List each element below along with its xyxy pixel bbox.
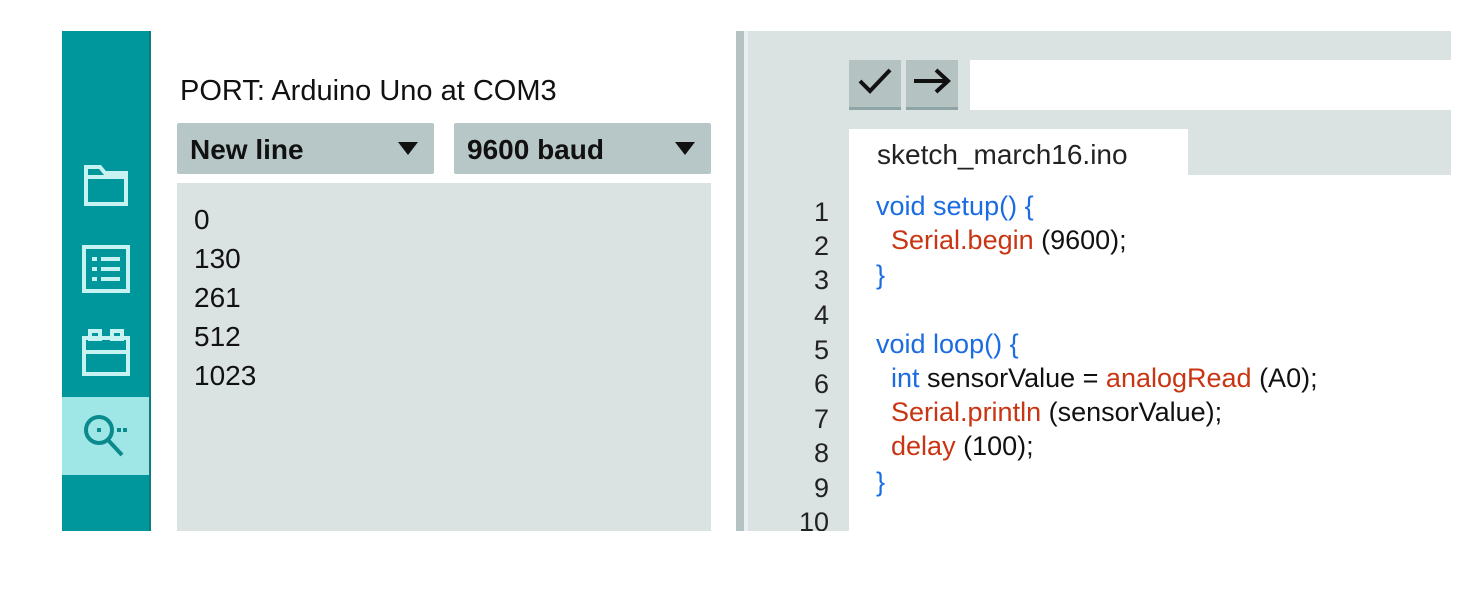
code-line: Serial.begin (9600); [876, 225, 1127, 255]
code-text: (100); [955, 431, 1034, 461]
code-text: (sensorValue); [1041, 397, 1223, 427]
serial-output-line: 130 [194, 243, 241, 274]
code-text: (A0); [1251, 363, 1318, 393]
code-keyword: void loop() { [876, 329, 1019, 359]
serial-output-line: 512 [194, 321, 241, 352]
sidebar [62, 31, 151, 531]
code-line: void loop() { [876, 329, 1019, 359]
code-line: } [876, 467, 885, 497]
sidebar-divider [149, 31, 151, 531]
checkmark-icon [857, 66, 893, 101]
baud-rate-value: 9600 baud [467, 134, 604, 165]
baud-rate-dropdown[interactable]: 9600 baud [454, 123, 711, 174]
code-line: void setup() { [876, 191, 1034, 221]
code-function: Serial.begin [891, 225, 1034, 255]
code-area[interactable]: void setup() { Serial.begin (9600); } vo… [849, 175, 1451, 531]
code-line: } [876, 260, 885, 290]
code-line: Serial.println (sensorValue); [876, 397, 1222, 427]
sidebar-item-sketchbook[interactable] [62, 146, 149, 224]
code-function: Serial.println [891, 397, 1042, 427]
code-text: sensorValue = [919, 363, 1106, 393]
serial-monitor-icon [80, 411, 132, 461]
upload-button[interactable] [906, 60, 958, 110]
arduino-ide-window: PORT: Arduino Uno at COM3 New line 9600 … [62, 31, 1451, 531]
serial-output-line: 261 [194, 282, 241, 313]
line-number: 4 [813, 300, 829, 330]
line-number-gutter: 1 2 3 4 5 6 7 8 9 10 [748, 175, 849, 531]
code-function: delay [891, 431, 956, 461]
serial-output-line: 0 [194, 204, 210, 235]
code-editor-panel: sketch_march16.ino 1 2 3 4 5 6 7 8 9 10 … [748, 31, 1451, 531]
sidebar-item-board-manager[interactable] [62, 230, 149, 308]
code-line: int sensorValue = analogRead (A0); [876, 363, 1318, 393]
line-number: 3 [813, 265, 829, 295]
line-number: 8 [813, 438, 829, 468]
serial-output-line: 1023 [194, 360, 257, 391]
code-keyword: } [876, 467, 886, 497]
caret-down-icon [675, 142, 695, 155]
arrow-right-icon [912, 66, 952, 101]
line-number: 2 [813, 231, 829, 261]
sidebar-item-library-manager[interactable] [62, 314, 149, 392]
line-number: 9 [813, 473, 829, 503]
serial-output[interactable]: 0 130 261 512 1023 [177, 183, 711, 531]
code-text: (9600); [1033, 225, 1127, 255]
library-icon [80, 328, 132, 378]
tab-sketch-file[interactable]: sketch_march16.ino [849, 129, 1188, 175]
port-label: PORT: Arduino Uno at COM3 [180, 75, 557, 107]
line-number: 10 [798, 507, 829, 531]
code-keyword: int [891, 363, 920, 393]
code-keyword: } [876, 260, 886, 290]
line-number: 1 [813, 197, 829, 227]
line-ending-dropdown[interactable]: New line [177, 123, 434, 174]
verify-button[interactable] [849, 60, 901, 110]
line-number: 7 [813, 404, 829, 434]
toolbar-field [970, 60, 1451, 110]
code-keyword: void setup() { [876, 191, 1034, 221]
list-icon [81, 244, 131, 294]
code-function: analogRead [1105, 363, 1252, 393]
caret-down-icon [398, 142, 418, 155]
line-number: 5 [813, 335, 829, 365]
panel-splitter[interactable] [736, 31, 744, 531]
code-line: delay (100); [876, 431, 1034, 461]
line-number: 6 [813, 369, 829, 399]
folder-icon [82, 162, 130, 208]
sidebar-item-serial-monitor[interactable] [62, 397, 149, 475]
serial-monitor-panel: PORT: Arduino Uno at COM3 New line 9600 … [151, 31, 736, 531]
tab-label: sketch_march16.ino [877, 139, 1128, 170]
line-ending-value: New line [190, 134, 304, 165]
